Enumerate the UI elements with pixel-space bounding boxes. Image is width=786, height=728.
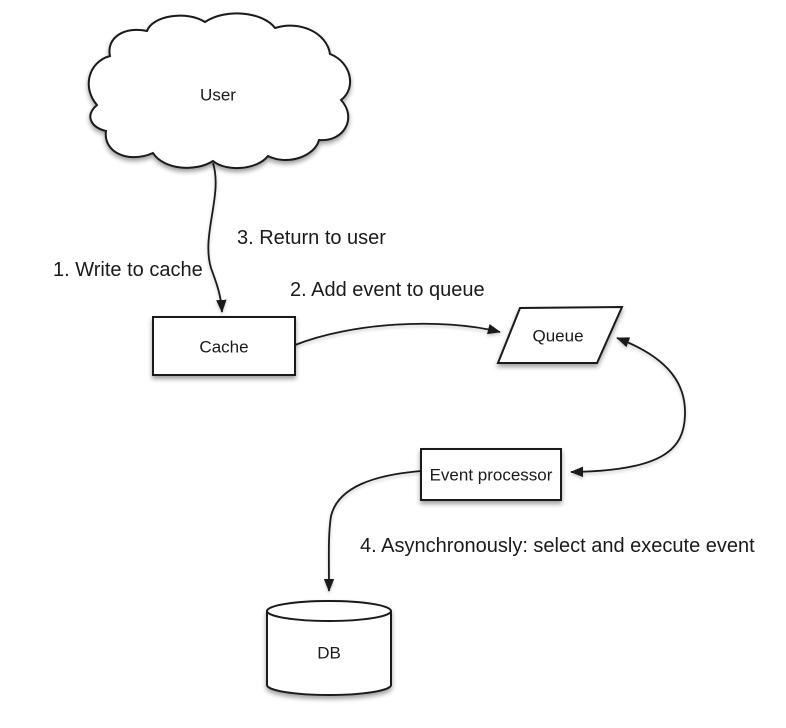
edge-event-processor-to-db <box>323 470 422 592</box>
user-node-label: User <box>200 85 236 105</box>
annotation-step2: 2. Add event to queue <box>290 279 485 301</box>
edge-queue-event-processor <box>570 337 686 478</box>
edge-user-to-cache <box>207 162 227 313</box>
event-processor-node-label: Event processor <box>429 465 553 485</box>
annotation-step1: 1. Write to cache <box>53 259 203 281</box>
cache-shape <box>152 316 296 376</box>
edge-cache-to-queue <box>294 322 501 346</box>
queue-shape <box>496 305 624 364</box>
user-cloud-shape <box>87 12 351 170</box>
event-processor-shape <box>420 448 562 501</box>
cache-node-label: Cache <box>199 337 249 357</box>
annotation-step4: 4. Asynchronously: select and execute ev… <box>360 535 755 557</box>
queue-node-label: Queue <box>532 326 584 346</box>
db-shape <box>266 600 392 696</box>
annotation-step3: 3. Return to user <box>237 227 386 249</box>
db-node-label: DB <box>317 643 341 663</box>
